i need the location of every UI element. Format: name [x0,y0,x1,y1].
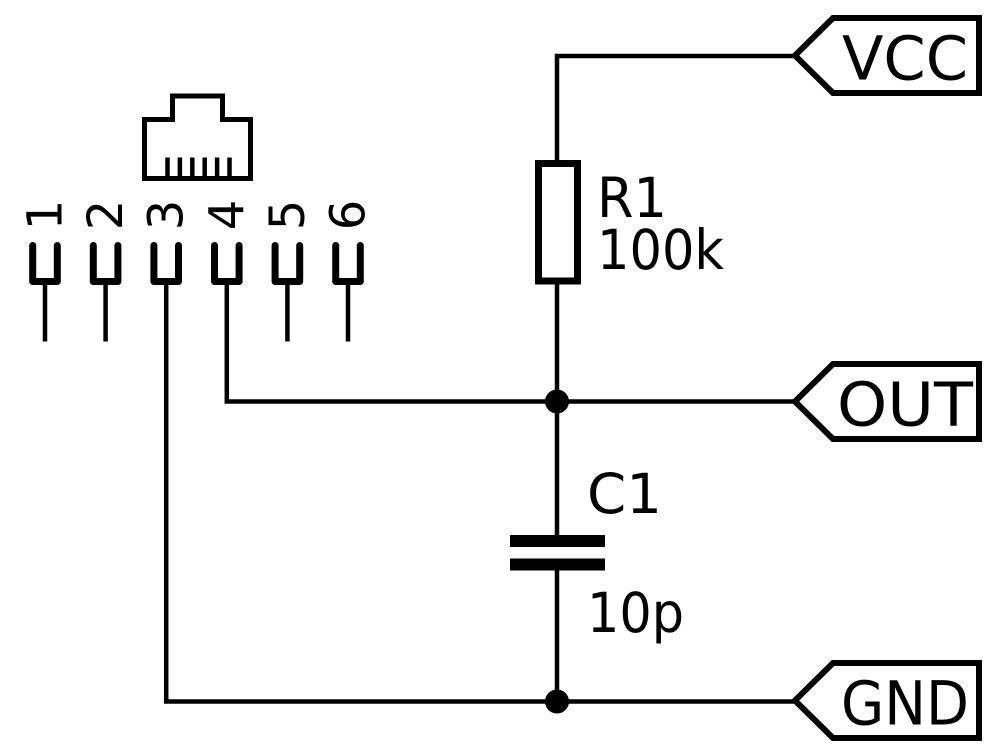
connector-pin-4[interactable]: 4 [199,200,255,285]
net-label-gnd[interactable]: GND [790,660,982,741]
pin-socket-shape [332,242,364,285]
wire-pin3-to-gnd[interactable] [163,283,795,704]
connector-pin-1[interactable]: 1 [18,200,74,285]
net-label-vcc[interactable]: VCC [790,15,982,96]
pin-socket-shape [271,242,304,285]
resistor-r1[interactable]: R1 100k [535,160,725,285]
connector-symbol[interactable] [142,93,253,181]
net-label-flag [790,15,982,96]
pin-number: 3 [139,200,195,231]
net-label-flag [790,361,982,442]
capacitor-plate-bottom [510,558,605,571]
junction-dot-gnd [545,689,569,714]
pin-socket-shape [211,242,243,285]
connector-pin-2[interactable]: 2 [78,200,134,285]
pin-number: 2 [78,200,134,231]
junction-dot-out [545,389,569,414]
net-label-flag [790,660,982,741]
net-label-out[interactable]: OUT [790,361,982,442]
resistor-value[interactable]: 100k [597,218,724,282]
pin-number: 1 [18,200,74,231]
connector-pins: 1 2 3 4 5 6 [18,200,377,285]
connector-outline [142,93,253,181]
pin-socket-shape [89,242,122,285]
connector-pin-6[interactable]: 6 [321,200,377,285]
connector-contact-teeth [165,157,232,176]
pin-number: 4 [199,200,255,231]
capacitor-plate-top [510,535,605,547]
wire-vcc-to-resistor[interactable] [554,53,795,163]
pin-number: 6 [321,200,377,231]
resistor-ref[interactable]: R1 [597,166,667,230]
capacitor-value[interactable]: 10p [587,581,684,645]
net-label-text: GND [841,669,969,740]
connector-pin-3[interactable]: 3 [139,200,195,285]
net-label-text: OUT [837,370,974,441]
capacitor-c1[interactable]: C1 10p [510,462,684,645]
wire-pin4-to-out[interactable] [224,283,795,404]
connector-pin-5[interactable]: 5 [260,200,316,285]
pin-socket-shape [29,242,61,285]
pin-number: 5 [260,200,316,231]
net-label-text: VCC [842,24,968,95]
resistor-body [535,160,581,285]
capacitor-ref[interactable]: C1 [587,462,662,526]
pin-socket-shape [150,242,182,285]
